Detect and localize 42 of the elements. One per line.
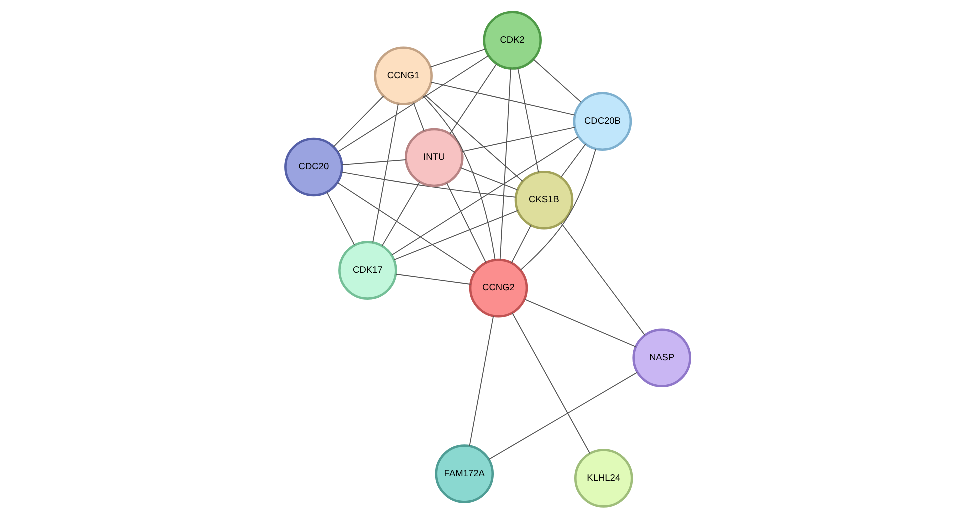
- connector: [326, 192, 355, 246]
- connector: [337, 55, 489, 152]
- connector: [430, 48, 486, 68]
- node-circle: CDC20: [284, 138, 343, 197]
- connector: [524, 299, 636, 348]
- node-circle: FAM172A: [434, 444, 494, 504]
- node-circle: CDK17: [338, 241, 397, 300]
- connector: [560, 144, 586, 178]
- connector: [532, 59, 582, 103]
- connector: [391, 136, 578, 256]
- connector: [520, 148, 596, 271]
- node-circle: CDC20B: [572, 92, 632, 152]
- node-circle: CDK2: [482, 11, 542, 70]
- node-circle: CKS1B: [514, 170, 574, 230]
- connector: [393, 210, 518, 260]
- connector: [340, 172, 516, 198]
- node-circle: NASP: [632, 328, 691, 388]
- connector: [430, 82, 575, 116]
- connector: [341, 160, 406, 166]
- node-circle: KLHL24: [574, 449, 633, 508]
- connector: [460, 168, 518, 190]
- connector: [422, 96, 496, 261]
- connector: [332, 96, 384, 148]
- connector: [512, 312, 590, 454]
- connector: [381, 182, 420, 247]
- connector: [461, 127, 575, 152]
- connector: [560, 222, 646, 336]
- connector: [468, 316, 494, 447]
- connector: [395, 274, 471, 285]
- connector: [336, 182, 476, 274]
- connector: [412, 102, 424, 132]
- connector: [372, 103, 398, 244]
- connector: [499, 68, 511, 260]
- connector: [449, 64, 497, 135]
- connector: [510, 225, 532, 264]
- node-circle: INTU: [404, 128, 464, 188]
- node-circle: CCNG1: [374, 46, 432, 106]
- connector: [446, 182, 486, 264]
- connector: [488, 372, 638, 460]
- connector: [517, 68, 539, 174]
- connector: [424, 94, 523, 182]
- node-circle: CCNG2: [468, 258, 528, 318]
